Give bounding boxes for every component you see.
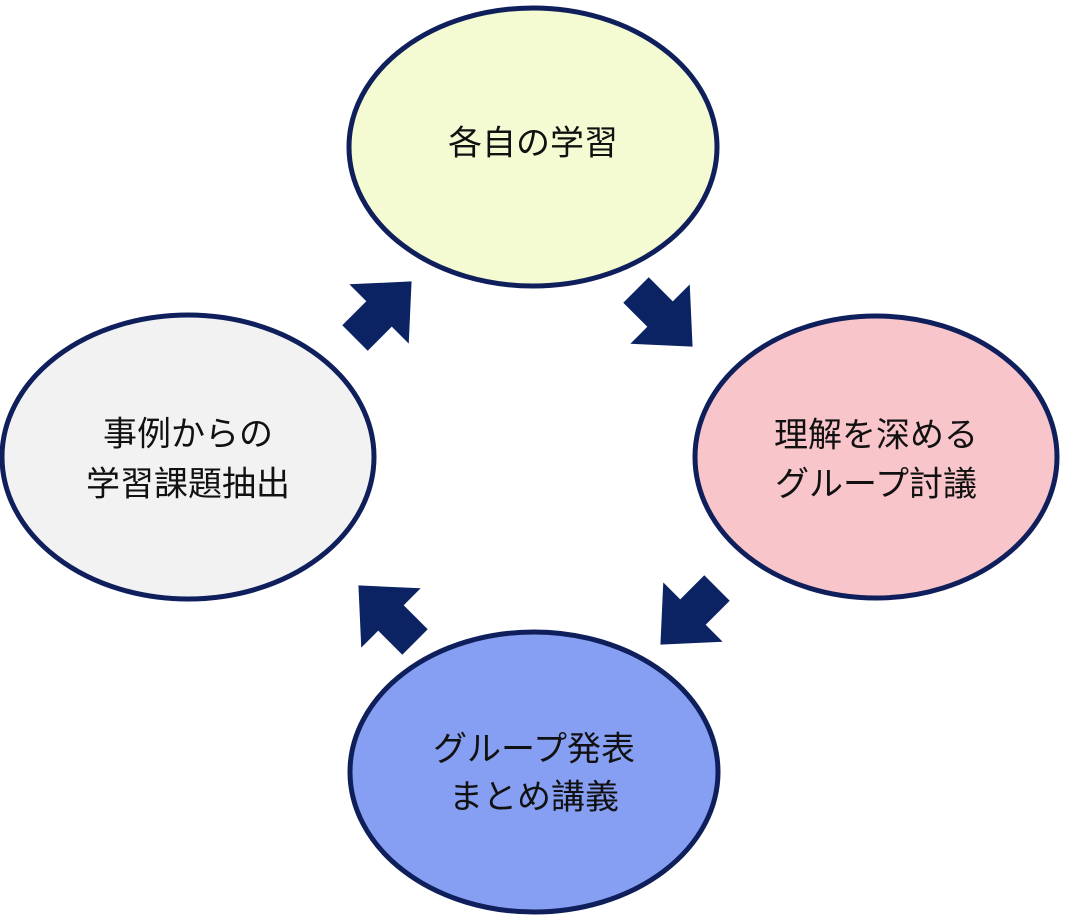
arrow-group-presentation-to-case-extraction bbox=[358, 585, 428, 655]
node-group-presentation: グループ発表 まとめ講義 bbox=[347, 629, 721, 915]
node-case-extraction-ellipse bbox=[0, 312, 377, 602]
node-group-presentation-label-line2: まとめ講義 bbox=[449, 778, 619, 818]
node-group-presentation-ellipse bbox=[347, 629, 721, 915]
node-group-discussion-label-line2: グループ討議 bbox=[775, 465, 977, 505]
node-group-presentation-label-line1: グループ発表 bbox=[433, 730, 635, 770]
node-group-discussion-label-line1: 理解を深める bbox=[774, 416, 978, 456]
node-group-discussion-ellipse bbox=[692, 313, 1060, 601]
arrow-case-extraction-to-self-study bbox=[342, 281, 412, 351]
node-case-extraction-label-line1: 事例からの bbox=[103, 415, 273, 455]
node-case-extraction: 事例からの 学習課題抽出 bbox=[0, 312, 377, 602]
arrow-group-discussion-to-group-presentation bbox=[660, 575, 730, 645]
node-self-study-label: 各自の学習 bbox=[448, 124, 618, 164]
node-self-study-ellipse bbox=[346, 5, 720, 289]
node-case-extraction-label-line2: 学習課題抽出 bbox=[86, 465, 290, 505]
node-group-discussion: 理解を深める グループ討議 bbox=[692, 313, 1060, 601]
arrow-self-study-to-group-discussion bbox=[623, 277, 693, 347]
node-self-study: 各自の学習 bbox=[346, 5, 720, 289]
